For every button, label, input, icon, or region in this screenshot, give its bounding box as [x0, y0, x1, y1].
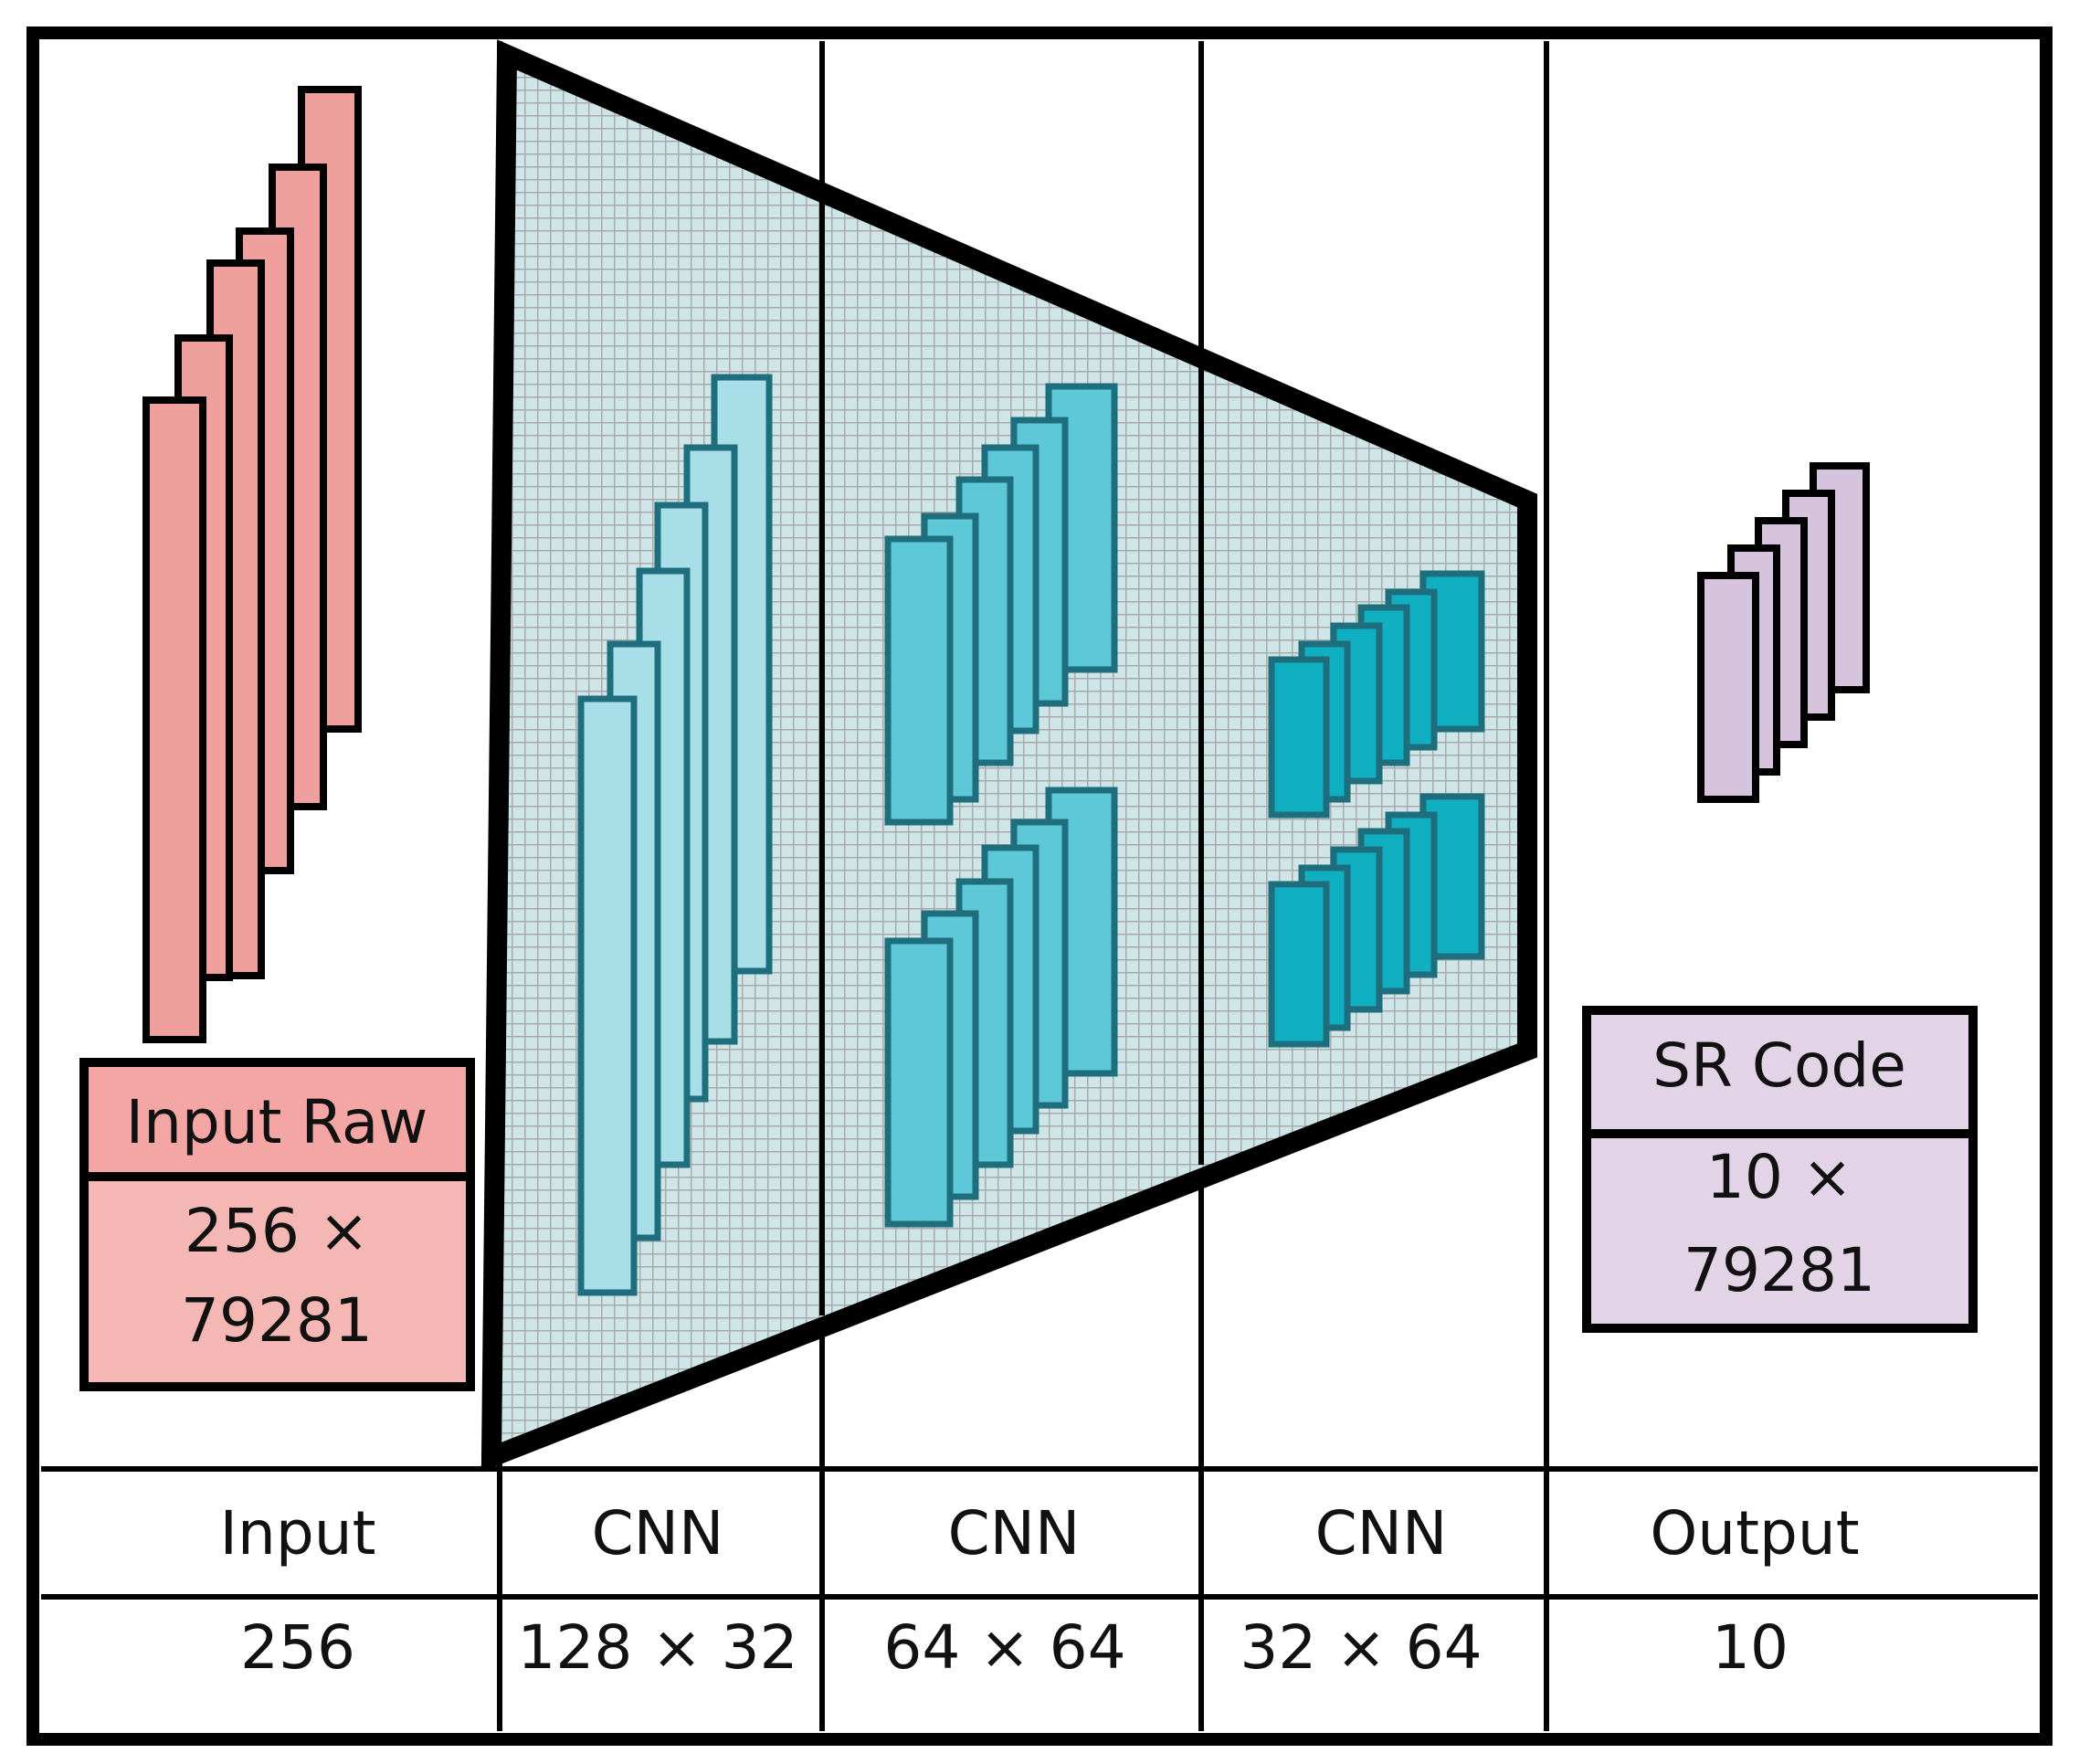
column-name-cnn3: CNN — [1315, 1498, 1448, 1569]
output-box-dims-line1: 10 × — [1706, 1142, 1852, 1212]
cnn2-bottom-layer-1 — [884, 937, 954, 1228]
column-name-input: Input — [220, 1498, 376, 1569]
cnn3-layer-stack-bottom — [1268, 793, 1485, 1048]
column-size-cnn2: 64 × 64 — [883, 1612, 1125, 1683]
output-layer-1 — [1697, 572, 1759, 803]
cnn3-bottom-layer-1 — [1268, 881, 1330, 1048]
input-box-dims-line2: 79281 — [181, 1285, 373, 1356]
bottom-table: Input CNN CNN CNN Output 256 128 × 32 64… — [41, 1466, 2038, 1731]
outer-frame — [26, 26, 2053, 1746]
output-box-title: SR Code — [1652, 1030, 1906, 1101]
cnn2-top-layer-1 — [884, 535, 954, 826]
column-name-cnn2: CNN — [948, 1498, 1081, 1569]
input-raw-box: Input Raw 256 × 79281 — [79, 1058, 475, 1391]
sr-code-box: SR Code 10 × 79281 — [1582, 1006, 1978, 1333]
cnn3-top-layer-1 — [1268, 656, 1330, 819]
column-name-output: Output — [1650, 1498, 1859, 1569]
output-layer-stack — [1697, 462, 1870, 803]
cnn2-layer-stack-bottom — [884, 787, 1118, 1228]
input-box-dims-line1: 256 × — [185, 1196, 369, 1266]
column-size-output: 10 — [1712, 1612, 1789, 1683]
cnn3-layer-stack-top — [1268, 570, 1485, 819]
column-size-cnn1: 128 × 32 — [517, 1612, 797, 1683]
cnn2-layer-stack-top — [884, 383, 1118, 826]
cnn1-layer-1 — [577, 695, 638, 1296]
output-box-dims-line2: 79281 — [1683, 1235, 1875, 1305]
input-layer-1 — [142, 396, 206, 1043]
input-layer-stack — [142, 86, 362, 1043]
column-size-input: 256 — [240, 1612, 355, 1683]
cnn1-layer-stack — [577, 374, 773, 1296]
input-box-title: Input Raw — [126, 1087, 428, 1157]
column-name-cnn1: CNN — [592, 1498, 724, 1569]
column-size-cnn3: 32 × 64 — [1240, 1612, 1482, 1683]
